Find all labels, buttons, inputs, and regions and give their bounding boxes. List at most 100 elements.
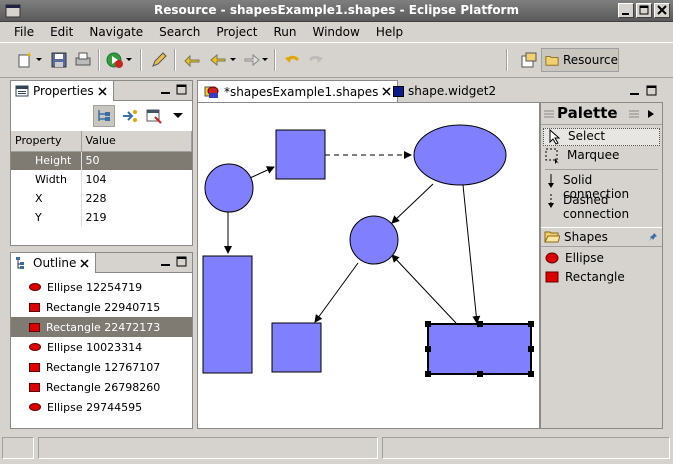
selection-handles[interactable]: [425, 321, 534, 377]
view-menu-icon[interactable]: [173, 113, 183, 119]
column-header-property[interactable]: Property: [11, 131, 82, 152]
property-value[interactable]: 219: [85, 211, 107, 224]
redo-icon[interactable]: [306, 51, 324, 69]
outline-item-label: Rectangle 22472173: [46, 320, 161, 334]
list-item[interactable]: Ellipse 12254719: [11, 277, 192, 297]
print-icon[interactable]: [74, 51, 92, 69]
menu-edit[interactable]: Edit: [50, 25, 74, 39]
menu-project[interactable]: Project: [216, 25, 258, 39]
status-message: [38, 437, 378, 459]
table-row[interactable]: Width 104: [11, 170, 192, 189]
new-wizard-icon[interactable]: [16, 51, 34, 69]
ellipse-shape[interactable]: [349, 215, 399, 265]
tab-label: *shapesExample1.shapes: [224, 84, 379, 99]
eclipse-icon: [5, 4, 21, 18]
diagram-canvas[interactable]: [197, 102, 540, 429]
list-item[interactable]: Ellipse 10023314: [11, 337, 192, 357]
solid-connection[interactable]: [391, 183, 434, 224]
property-value[interactable]: 50: [81, 151, 192, 170]
show-categories-button[interactable]: [93, 105, 115, 127]
solid-connection[interactable]: [249, 166, 275, 179]
forward-icon[interactable]: [242, 51, 260, 69]
outline-item-label: Rectangle 12767107: [46, 360, 161, 374]
list-item[interactable]: Rectangle 26798260: [11, 377, 192, 397]
palette-dashed-connection-tool[interactable]: Dashed connection: [541, 193, 662, 227]
outline-item-label: Ellipse 12254719: [47, 280, 143, 294]
palette-select-tool[interactable]: Select: [543, 128, 660, 146]
palette-ellipse-tool[interactable]: Ellipse: [541, 251, 662, 270]
tab-shape-widget[interactable]: shape.widget2: [387, 80, 502, 102]
chevron-down-icon[interactable]: [36, 58, 42, 62]
save-icon[interactable]: [50, 51, 68, 69]
chevron-down-icon[interactable]: [126, 58, 132, 62]
tab-label: shape.widget2: [408, 84, 497, 98]
maximize-button[interactable]: [636, 3, 652, 18]
palette-tool-label: Marquee: [567, 148, 620, 162]
close-icon[interactable]: [382, 87, 391, 96]
table-row[interactable]: X 228: [11, 189, 192, 208]
close-button[interactable]: [654, 3, 670, 18]
property-value[interactable]: 104: [85, 173, 107, 186]
close-icon[interactable]: [98, 86, 107, 96]
column-header-value[interactable]: Value: [81, 131, 192, 152]
back-icon[interactable]: [210, 51, 228, 69]
maximize-view-icon[interactable]: [176, 84, 188, 96]
list-item[interactable]: Rectangle 12767107: [11, 357, 192, 377]
last-edit-icon[interactable]: [184, 51, 202, 69]
menu-window[interactable]: Window: [312, 25, 360, 39]
menu-file[interactable]: File: [14, 25, 35, 39]
list-item[interactable]: Rectangle 22472173: [11, 317, 192, 337]
outline-item-label: Rectangle 26798260: [46, 380, 161, 394]
solid-connection[interactable]: [314, 262, 359, 323]
minimize-button[interactable]: [618, 3, 634, 18]
rectangle-shape[interactable]: [271, 322, 322, 373]
table-row[interactable]: Y 219: [11, 208, 192, 227]
ellipse-shape[interactable]: [204, 163, 254, 213]
maximize-editor-icon[interactable]: [646, 85, 658, 97]
ellipse-shape[interactable]: [413, 124, 507, 186]
solid-connection[interactable]: [391, 254, 457, 324]
show-advanced-icon[interactable]: [121, 107, 139, 125]
tab-outline[interactable]: Outline: [11, 253, 97, 273]
maximize-view-icon[interactable]: [176, 256, 188, 268]
solid-connection[interactable]: [462, 184, 481, 324]
tab-properties[interactable]: Properties: [11, 81, 114, 101]
palette-marquee-tool[interactable]: Marquee: [541, 148, 662, 166]
undo-icon[interactable]: [284, 51, 302, 69]
table-row[interactable]: Height 50: [11, 151, 192, 170]
pin-icon[interactable]: [648, 232, 658, 242]
pencil-icon[interactable]: [150, 51, 168, 69]
fast-view-bar[interactable]: [2, 437, 34, 459]
tab-shapes-example[interactable]: *shapesExample1.shapes: [197, 80, 399, 102]
menu-run[interactable]: Run: [273, 25, 297, 39]
list-item[interactable]: Rectangle 22940715: [11, 297, 192, 317]
list-item[interactable]: Ellipse 29744595: [11, 397, 192, 417]
rectangle-shape[interactable]: [202, 255, 253, 374]
minimize-view-icon[interactable]: [160, 84, 172, 96]
drag-grip-icon[interactable]: [544, 109, 554, 119]
palette: Palette Select Marquee Solid connection …: [540, 102, 663, 429]
run-icon[interactable]: [106, 51, 124, 69]
resource-perspective-button[interactable]: Resource: [541, 48, 619, 72]
palette-solid-connection-tool[interactable]: Solid connection: [541, 173, 662, 201]
palette-shape-label: Ellipse: [565, 251, 604, 265]
minimize-view-icon[interactable]: [160, 256, 172, 268]
chevron-right-icon[interactable]: [648, 110, 654, 118]
restore-default-icon[interactable]: [145, 107, 163, 125]
palette-drawer-shapes[interactable]: Shapes: [541, 227, 662, 247]
rectangle-icon: [29, 302, 40, 312]
property-value[interactable]: 228: [85, 192, 107, 205]
close-icon[interactable]: [80, 258, 89, 268]
rectangle-shape[interactable]: [275, 129, 326, 180]
menu-navigate[interactable]: Navigate: [89, 25, 144, 39]
chevron-down-icon[interactable]: [262, 58, 268, 62]
selected-rectangle-shape[interactable]: [427, 323, 532, 375]
menu-search[interactable]: Search: [159, 25, 201, 39]
palette-header[interactable]: Palette: [541, 103, 662, 125]
palette-rectangle-tool[interactable]: Rectangle: [541, 270, 662, 289]
minimize-editor-icon[interactable]: [629, 85, 641, 97]
chevron-down-icon[interactable]: [230, 58, 236, 62]
open-perspective-icon[interactable]: [520, 51, 538, 69]
toolbar-separator: [140, 49, 142, 71]
menu-help[interactable]: Help: [375, 25, 404, 39]
